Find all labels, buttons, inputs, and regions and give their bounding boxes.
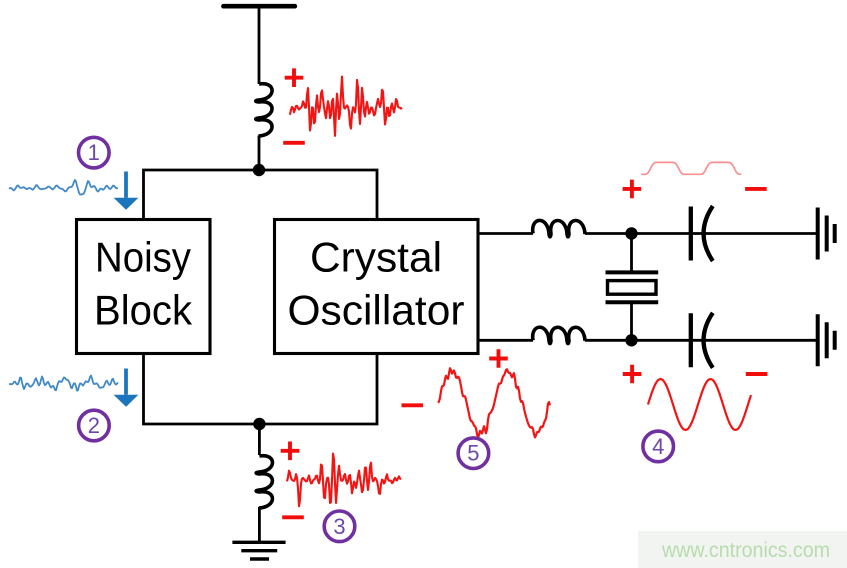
svg-text:3: 3 [333,514,345,539]
svg-text:Noisy: Noisy [95,234,191,281]
svg-text:www.cntronics.com: www.cntronics.com [661,538,830,562]
svg-text:Crystal: Crystal [310,234,442,281]
svg-text:4: 4 [652,434,664,459]
svg-text:Oscillator: Oscillator [288,287,465,334]
svg-text:Block: Block [94,287,193,334]
svg-text:2: 2 [88,413,100,438]
svg-text:5: 5 [467,441,479,466]
svg-text:1: 1 [88,140,100,165]
